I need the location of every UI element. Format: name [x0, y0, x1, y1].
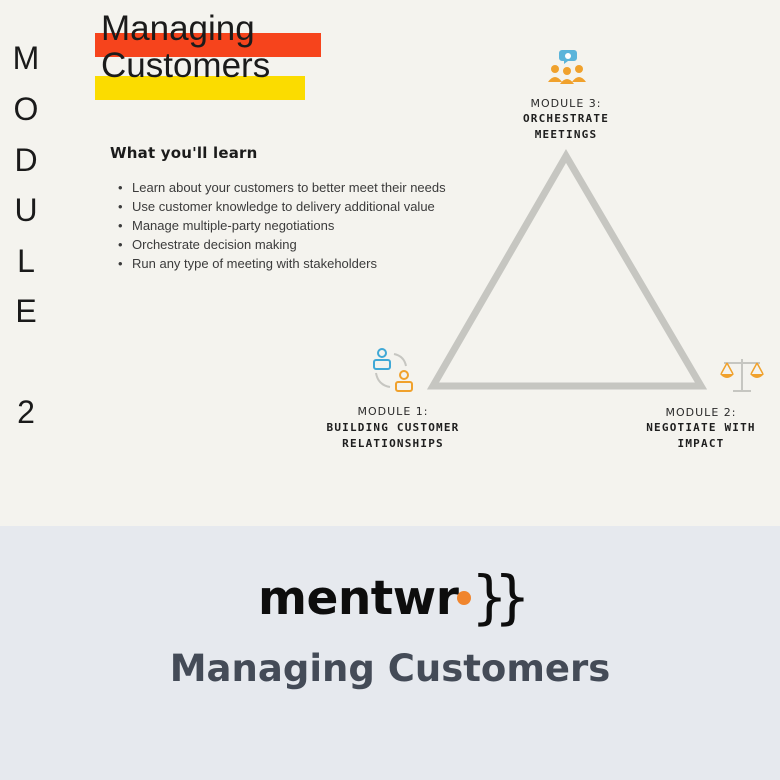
list-item: Learn about your customers to better mee…: [116, 178, 446, 197]
meeting-group-icon: [548, 50, 586, 84]
module-1-name-line-2: RELATIONSHIPS: [342, 437, 444, 450]
module-1-number: MODULE 1:: [357, 405, 429, 418]
vertical-letter: 2: [17, 394, 35, 430]
brand-title: Managing Customers: [169, 647, 611, 690]
module-3-number: MODULE 3:: [530, 97, 602, 110]
vertical-letter: M: [12, 40, 40, 76]
brand-logo-braces-icon: }}: [471, 563, 531, 631]
relationship-icon: [373, 348, 413, 392]
brand-logo-text: mentwr: [258, 571, 459, 626]
learning-list: Learn about your customers to better mee…: [116, 178, 446, 273]
vertical-letter: O: [13, 91, 39, 127]
learn-heading: What you'll learn: [110, 144, 258, 162]
module-1-name-line-1: BUILDING CUSTOMER: [326, 421, 460, 434]
module-2-name-line-2: IMPACT: [677, 437, 725, 450]
title-highlight-red: [95, 33, 321, 57]
module-2-name-line-1: NEGOTIATE WITH: [646, 421, 756, 434]
list-item: Run any type of meeting with stakeholder…: [116, 254, 446, 273]
list-item: Manage multiple-party negotiations: [116, 216, 446, 235]
list-item: Orchestrate decision making: [116, 235, 446, 254]
scales-icon: [720, 359, 764, 392]
slide-title-line-1: Managing: [101, 9, 255, 48]
vertical-letter: D: [14, 142, 38, 178]
list-item: Use customer knowledge to delivery addit…: [116, 197, 446, 216]
vertical-letter: E: [15, 293, 37, 329]
vertical-letter: L: [17, 243, 35, 279]
course-slide: M O D U L E 2 Managing Customers What yo…: [0, 0, 780, 526]
module-2-number: MODULE 2:: [665, 406, 737, 419]
module-triangle: [426, 149, 708, 390]
brand-logo-dot: [457, 591, 471, 605]
slide-title-line-2: Customers: [101, 46, 271, 85]
module-3-name-line-1: ORCHESTRATE: [522, 112, 610, 125]
title-highlight-yellow: [95, 76, 305, 100]
vertical-letter: U: [14, 192, 38, 228]
module-3-name-line-2: MEETINGS: [534, 128, 598, 141]
